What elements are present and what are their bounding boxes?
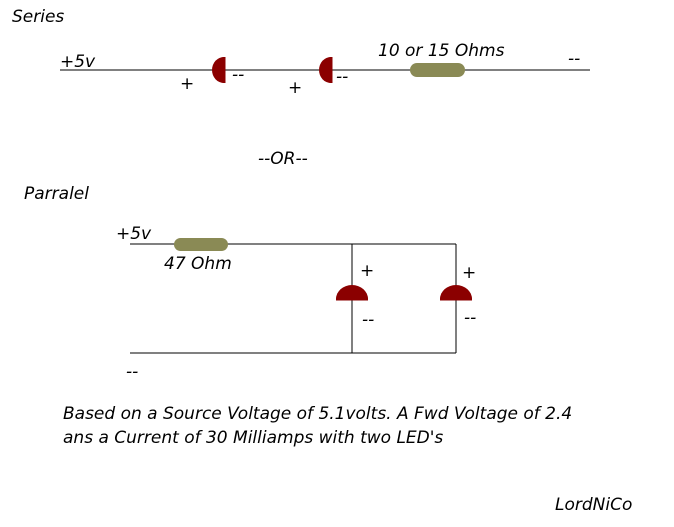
calculation-note: Based on a Source Voltage of 5.1volts. A… [63,404,573,448]
parallel-title: Parralel [24,184,89,204]
series-led-2 [319,57,333,83]
series-resistor [410,63,465,77]
parallel-resistor [174,238,228,251]
series-led-1 [212,57,226,83]
series-resistor-label: 10 or 15 Ohms [378,41,505,61]
parallel-led-2-plus: + [462,263,477,283]
series-led-1-plus: + [180,74,195,94]
parallel-led-1 [336,285,368,301]
parallel-resistor-label: 47 Ohm [164,254,232,274]
parallel-ground-label: -- [126,362,139,382]
series-end-label: -- [568,49,581,69]
parallel-led-1-minus: -- [362,310,375,330]
series-led-1-minus: -- [232,65,245,85]
parallel-led-2 [440,285,472,301]
series-supply-label: +5v [60,52,96,72]
series-led-2-minus: -- [336,67,349,87]
series-led-2-plus: + [288,78,303,98]
or-label: --OR-- [258,149,308,169]
parallel-led-1-plus: + [360,261,375,281]
parallel-led-2-minus: -- [464,308,477,328]
series-title: Series [12,7,65,27]
parallel-supply-label: +5v [116,224,152,244]
author-signature: LordNiCo [555,495,633,515]
